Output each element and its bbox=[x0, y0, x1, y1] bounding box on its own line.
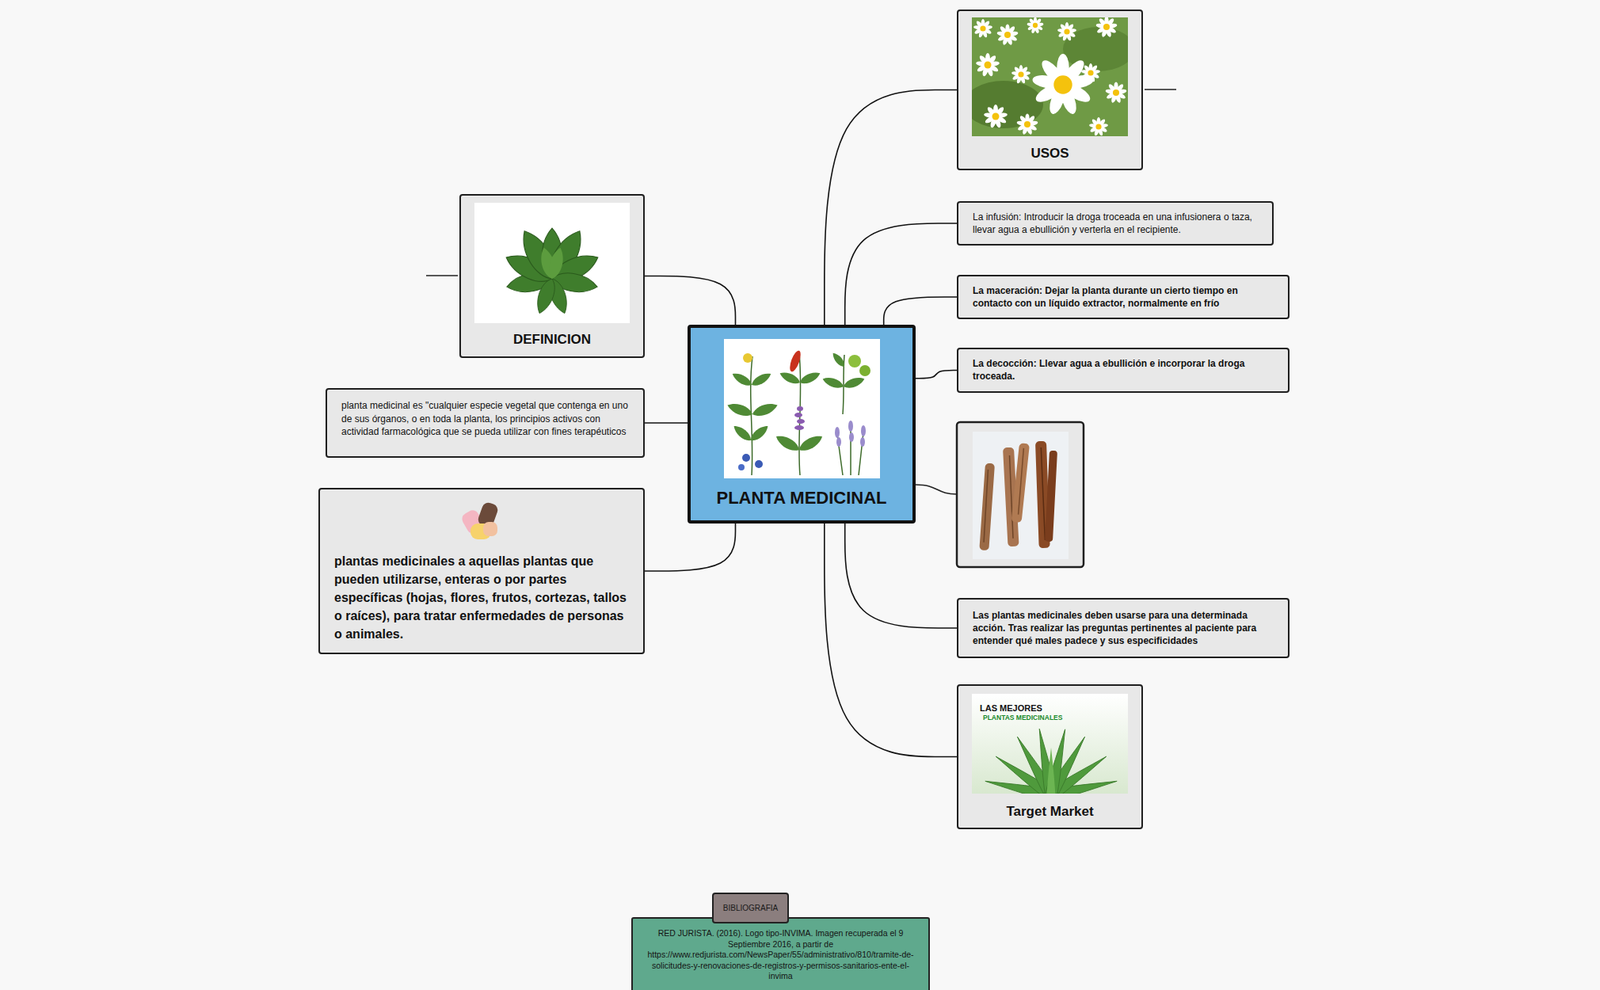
text-box: Las plantas medicinales deben usarse par… bbox=[956, 598, 1290, 659]
connector bbox=[824, 90, 957, 326]
picture-card: DEFINICION bbox=[459, 194, 645, 359]
bibliography-box: RED JURISTA. (2016). Logo tipo-INVIMA. I… bbox=[631, 917, 930, 990]
chamomile-picture bbox=[971, 17, 1128, 137]
node-text: USOS bbox=[964, 144, 1136, 163]
node-text: planta medicinal es "cualquier especie v… bbox=[341, 399, 629, 439]
picture-caption: LAS MEJORES bbox=[979, 703, 1043, 713]
text-box: planta medicinal es "cualquier especie v… bbox=[325, 388, 645, 458]
text-box: La decocción: Llevar agua a ebullición e… bbox=[956, 347, 1290, 393]
bark-connector bbox=[915, 484, 957, 495]
text-box: plantas medicinales a aquellas plantas q… bbox=[318, 487, 645, 655]
node-text: Target Market bbox=[964, 803, 1136, 821]
picture-caption: PLANTAS MEDICINALES bbox=[982, 713, 1063, 722]
botanical-illustration bbox=[723, 339, 880, 479]
node-text: La maceración: Dejar la planta durante u… bbox=[972, 284, 1274, 310]
bark-card bbox=[956, 422, 1084, 568]
bark-box bbox=[956, 422, 1084, 568]
text-box: La infusión: Introducir la droga trocead… bbox=[956, 201, 1274, 246]
text-box: La maceración: Dejar la planta durante u… bbox=[956, 274, 1290, 320]
picture-card: USOS bbox=[956, 9, 1143, 171]
hands-icon bbox=[459, 499, 504, 545]
stub-line bbox=[426, 274, 458, 277]
edge-layer bbox=[644, 90, 957, 758]
picture-card: Target Market LAS MEJORESPLANTAS MEDICINA… bbox=[956, 684, 1143, 830]
central-topic: PLANTA MEDICINAL bbox=[687, 324, 916, 524]
bibliography-tab: BIBLIOGRAFIA bbox=[712, 892, 789, 924]
node-text: RED JURISTA. (2016). Logo tipo-INVIMA. I… bbox=[642, 928, 919, 983]
node-text: DEFINICION bbox=[467, 331, 637, 349]
node-text: La infusión: Introducir la droga trocead… bbox=[972, 210, 1258, 237]
connector bbox=[883, 297, 957, 325]
connector bbox=[845, 523, 957, 629]
connector bbox=[644, 523, 736, 572]
connector bbox=[845, 223, 957, 325]
node-text: PLANTA MEDICINAL bbox=[697, 487, 907, 510]
connector bbox=[644, 276, 736, 326]
connector bbox=[644, 422, 688, 424]
node-text: plantas medicinales a aquellas plantas q… bbox=[334, 552, 629, 644]
connector bbox=[824, 523, 957, 758]
bark-picture bbox=[972, 431, 1069, 560]
stub-line bbox=[1144, 88, 1177, 91]
node-text: La decocción: Llevar agua a ebullición e… bbox=[972, 357, 1274, 383]
node-text: Las plantas medicinales deben usarse par… bbox=[972, 609, 1274, 648]
connector bbox=[915, 370, 957, 379]
mint-picture bbox=[474, 202, 630, 324]
node-text: BIBLIOGRAFIA bbox=[716, 902, 785, 914]
